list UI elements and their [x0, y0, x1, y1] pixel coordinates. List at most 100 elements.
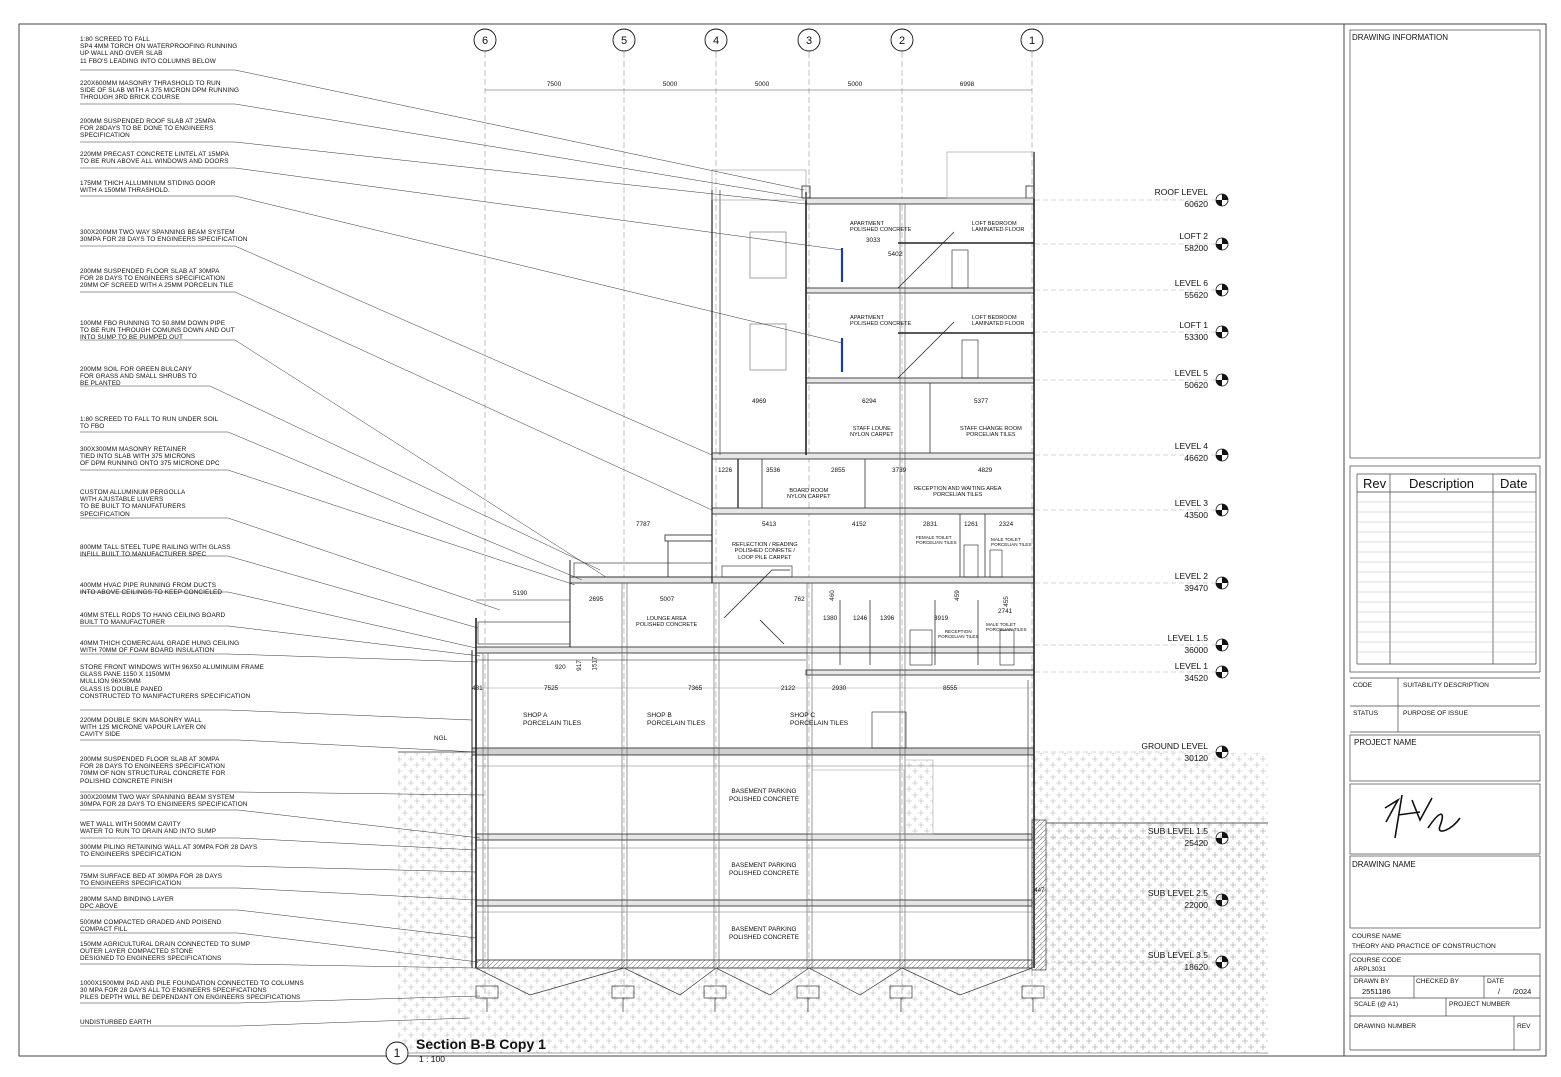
signature [1384, 794, 1461, 839]
grid-spacing: 5000 [755, 81, 770, 88]
drawn-by-label: DRAWN BY [1354, 978, 1390, 985]
note: WET WALL WITH 500mm CAVITY WATER TO RUN … [80, 821, 217, 836]
note: 200mm SUSPENDED ROOF SLAB AT 25MPA FOR 2… [80, 118, 216, 140]
dimension-text: 3033 [866, 237, 881, 244]
basement-void [476, 755, 1032, 969]
dimension-text: 8555 [943, 685, 958, 692]
grid-spacing: 5000 [848, 81, 863, 88]
dimension-text: 1517 [591, 656, 599, 671]
dimension-text: 455 [1002, 596, 1010, 607]
room-label: SHOP B PORCELAIN TILES [647, 712, 706, 727]
dimension-text: 2324 [999, 521, 1014, 528]
dimension-text: 3536 [766, 467, 781, 474]
purpose-label: PURPOSE OF ISSUE [1403, 710, 1468, 717]
dimension-text: 7525 [544, 685, 559, 692]
date-header: Date [1500, 476, 1528, 491]
building-structure [471, 151, 1268, 971]
dimension-text: 5190 [513, 590, 528, 597]
scale-label: SCALE (@ A1) [1354, 1001, 1399, 1008]
note: 150MM AGRICULTURAL DRAIN CONNECTED TO SU… [80, 941, 251, 963]
dimension-text: 3919 [934, 615, 949, 622]
note: 220x600mm MASONRY THRASHOLD TO RUN SIDE … [80, 80, 240, 102]
drawing-scale: 1 : 100 [419, 1054, 445, 1064]
room-label: APARTMENT POLISHED CONCRETE [850, 315, 912, 328]
note: UNDISTURBED EARTH [80, 1019, 152, 1026]
room-label: RECEPTION AND WAITING AREA PORCELIAN TIL… [914, 486, 1002, 499]
note: 500mm COMPACTED GRADED AND POISEND COMPA… [80, 919, 222, 934]
grid-spacing: 5000 [663, 81, 678, 88]
room-label: STAFF CHANGE ROOM PORCELIAN TILES [960, 426, 1022, 439]
room-label: SHOP C PORCELAIN TILES [790, 712, 849, 727]
grid-bubbles [473, 28, 1044, 52]
dimension-text: 1380 [823, 615, 838, 622]
dimension-text: 5007 [660, 596, 675, 603]
room-label: BASEMENT PARKING POLISHED CONCRETE [729, 788, 799, 803]
dimension-text: 1261 [964, 521, 979, 528]
grid-spacing: 7500 [547, 81, 562, 88]
dimension-text: 447 [1034, 887, 1045, 894]
grid-label: 4 [713, 35, 719, 47]
drawing-title: Section B-B Copy 1 [416, 1036, 546, 1052]
room-label: BASEMENT PARKING POLISHED CONCRETE [729, 862, 799, 877]
note: 40mm STELL RODS TO HANG CEILING BOARD BU… [80, 612, 226, 627]
dimension-text: 2831 [923, 521, 938, 528]
pile-foundations [475, 967, 1045, 1012]
project-number-label: PROJECT NUMBER [1449, 1001, 1511, 1008]
dimension-text: 7365 [688, 685, 703, 692]
rev-label: REV [1517, 1023, 1531, 1030]
note: 75mm SURFACE BED AT 30MPA FOR 28 DAYS TO… [80, 873, 223, 888]
code-label: CODE [1353, 682, 1373, 689]
note: 1:80 SCREED TO FALL TO RUN UNDER SOIL TO… [80, 416, 219, 431]
note: 100mm FBO RUNNING TO 50.8mm DOWN PIPE TO… [80, 320, 235, 342]
drawn-by-value: 2551186 [1362, 987, 1391, 996]
dimension-text: 2122 [781, 685, 796, 692]
title-block-lines [1349, 29, 1541, 1051]
drawing-number-label: DRAWING NUMBER [1354, 1023, 1417, 1030]
dimension-text: 920 [555, 664, 566, 671]
dimension-text: 460 [828, 590, 836, 601]
level-lines [1035, 199, 1215, 963]
note: STORE FRONT WINDOWS WITH 96x50 ALUMINUIM… [80, 664, 265, 700]
room-label: SHOP A PORCELAIN TILES [523, 712, 582, 727]
dimension-text: 7787 [636, 521, 651, 528]
dimension-text: 1226 [718, 467, 733, 474]
note: 400MM HVAC PIPE RUNNING FROM DUCTS INTO … [80, 582, 223, 597]
course-name: THEORY AND PRACTICE OF CONSTRUCTION [1352, 943, 1496, 950]
course-code: ARPL3031 [1354, 966, 1386, 973]
note: 40mm THICH COMERCAIAL GRADE HUNG CEILING… [80, 640, 240, 655]
note: 1000x1500mm PAD AND PILE FOUNDATION CONN… [80, 980, 304, 1002]
note: 800MM TALL STEEL TUPE RAILING WITH GLASS… [80, 544, 231, 559]
rev-table-rows [1357, 501, 1536, 653]
grid-label: 6 [482, 35, 488, 47]
note: 175mm THICH ALLUMINIUM STIDING DOOR WITH… [80, 180, 216, 195]
grid-label: 1 [1029, 35, 1035, 47]
rev-header: Rev [1363, 476, 1387, 491]
dimension-text: 1396 [880, 615, 895, 622]
note: 280mm SAND BINDING LAYER DPC ABOVE [80, 896, 174, 911]
date-value: / /2024 [1498, 987, 1532, 996]
note-leaders [80, 69, 843, 1027]
dimension-text: 917 [575, 660, 583, 671]
room-label: BASEMENT PARKING POLISHED CONCRETE [729, 926, 799, 941]
room-label: BOARD ROOM NYLON CARPET [787, 488, 831, 501]
dimension-text: 4969 [752, 398, 767, 405]
view-number: 1 [393, 1046, 401, 1060]
room-label: MALE TOILET PORCELIAN TILES [991, 537, 1032, 547]
grid-lines [484, 52, 1033, 1000]
checked-by-label: CHECKED BY [1416, 978, 1459, 985]
dimension-text: 4152 [852, 521, 867, 528]
note: 200mm SUSPENDED FLOOR SLAB AT 30MPA FOR … [80, 756, 226, 785]
status-label: STATUS [1353, 710, 1379, 717]
dimension-text: 5377 [974, 398, 989, 405]
date-label: DATE [1487, 978, 1505, 985]
